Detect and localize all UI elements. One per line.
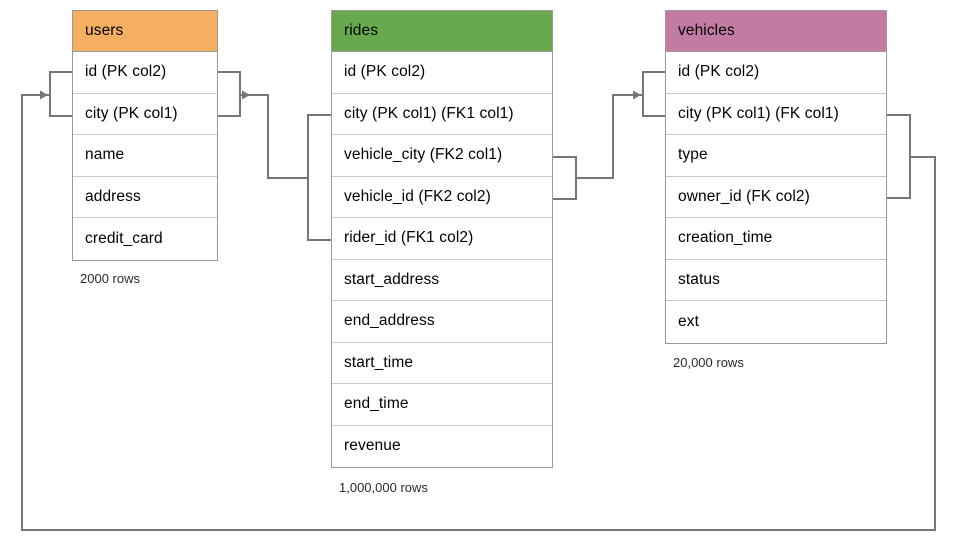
users-row-count: 2000 rows <box>80 271 140 286</box>
column-vehicles-city[interactable]: city (PK col1) (FK col1) <box>666 93 886 135</box>
vehicles-right-bracket <box>886 114 911 199</box>
column-vehicles-creation-time[interactable]: creation_time <box>666 218 886 260</box>
connector-rides-to-users <box>241 90 309 179</box>
table-users-header: users <box>73 11 217 52</box>
column-label: start_time <box>344 353 414 371</box>
column-vehicles-ext[interactable]: ext <box>666 301 886 343</box>
column-rides-rider-id[interactable]: rider_id (FK1 col2) <box>332 218 552 260</box>
table-users-title: users <box>85 22 124 39</box>
column-label: city (PK col1) (FK col1) <box>678 104 839 122</box>
column-label: revenue <box>344 437 401 455</box>
column-label: end_address <box>344 312 435 330</box>
column-rides-start-address[interactable]: start_address <box>332 259 552 301</box>
column-users-name[interactable]: name <box>73 135 217 177</box>
column-label: vehicle_id (FK2 col2) <box>344 187 491 205</box>
column-label: type <box>678 146 708 164</box>
connector-rides-to-vehicles <box>575 90 642 179</box>
column-rides-vehicle-id[interactable]: vehicle_id (FK2 col2) <box>332 176 552 218</box>
column-users-credit-card[interactable]: credit_card <box>73 218 217 260</box>
column-label: status <box>678 270 720 288</box>
column-users-id[interactable]: id (PK col2) <box>73 52 217 94</box>
column-label: rider_id (FK1 col2) <box>344 229 474 247</box>
rides-left-bracket <box>307 114 332 241</box>
vehicles-left-bracket <box>642 71 666 117</box>
column-users-address[interactable]: address <box>73 176 217 218</box>
column-rides-vehicle-city[interactable]: vehicle_city (FK2 col1) <box>332 135 552 177</box>
users-right-bracket <box>217 71 241 117</box>
table-users[interactable]: users id (PK col2) city (PK col1) name a… <box>72 10 218 261</box>
column-label: credit_card <box>85 229 163 247</box>
column-users-city[interactable]: city (PK col1) <box>73 93 217 135</box>
column-label: vehicle_city (FK2 col1) <box>344 146 503 164</box>
column-label: ext <box>678 312 699 330</box>
column-rides-end-address[interactable]: end_address <box>332 301 552 343</box>
column-vehicles-status[interactable]: status <box>666 259 886 301</box>
column-rides-city[interactable]: city (PK col1) (FK1 col1) <box>332 93 552 135</box>
column-rides-end-time[interactable]: end_time <box>332 384 552 426</box>
column-rides-revenue[interactable]: revenue <box>332 425 552 467</box>
column-label: address <box>85 187 141 205</box>
column-label: city (PK col1) (FK1 col1) <box>344 104 514 122</box>
column-label: city (PK col1) <box>85 104 178 122</box>
column-vehicles-owner-id[interactable]: owner_id (FK col2) <box>666 176 886 218</box>
table-rides-header: rides <box>332 11 552 52</box>
table-rides[interactable]: rides id (PK col2) city (PK col1) (FK1 c… <box>331 10 553 468</box>
rides-right-bracket <box>552 156 577 200</box>
column-label: creation_time <box>678 229 773 247</box>
column-label: id (PK col2) <box>85 63 167 81</box>
table-vehicles[interactable]: vehicles id (PK col2) city (PK col1) (FK… <box>665 10 887 344</box>
rides-row-count: 1,000,000 rows <box>339 480 428 495</box>
column-label: name <box>85 146 125 164</box>
table-vehicles-header: vehicles <box>666 11 886 52</box>
column-label: end_time <box>344 395 409 413</box>
column-rides-start-time[interactable]: start_time <box>332 342 552 384</box>
column-label: owner_id (FK col2) <box>678 187 810 205</box>
table-vehicles-title: vehicles <box>678 22 735 39</box>
column-vehicles-id[interactable]: id (PK col2) <box>666 52 886 94</box>
table-rides-title: rides <box>344 22 379 39</box>
column-label: id (PK col2) <box>678 63 760 81</box>
column-rides-id[interactable]: id (PK col2) <box>332 52 552 94</box>
column-vehicles-type[interactable]: type <box>666 135 886 177</box>
users-left-bracket <box>49 71 73 117</box>
column-label: id (PK col2) <box>344 63 426 81</box>
vehicles-row-count: 20,000 rows <box>673 355 744 370</box>
column-label: start_address <box>344 270 440 288</box>
